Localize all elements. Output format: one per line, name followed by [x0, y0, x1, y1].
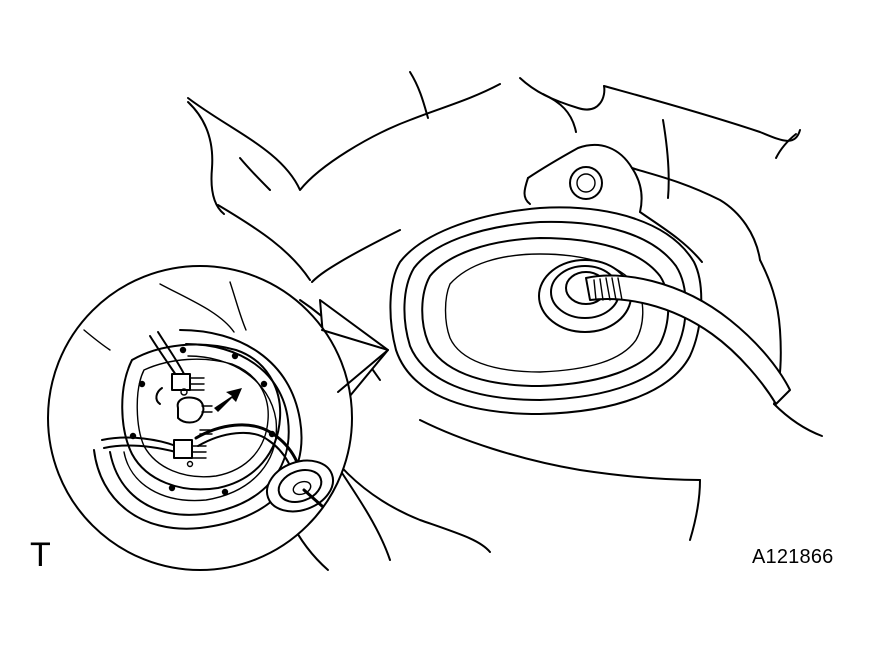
figure-id-label: A121866: [752, 546, 834, 568]
arrow-icon: [214, 388, 242, 412]
view-code-label: T: [30, 536, 51, 574]
detail-callout: [47, 265, 389, 571]
fuel-pump-cover: [389, 206, 791, 415]
